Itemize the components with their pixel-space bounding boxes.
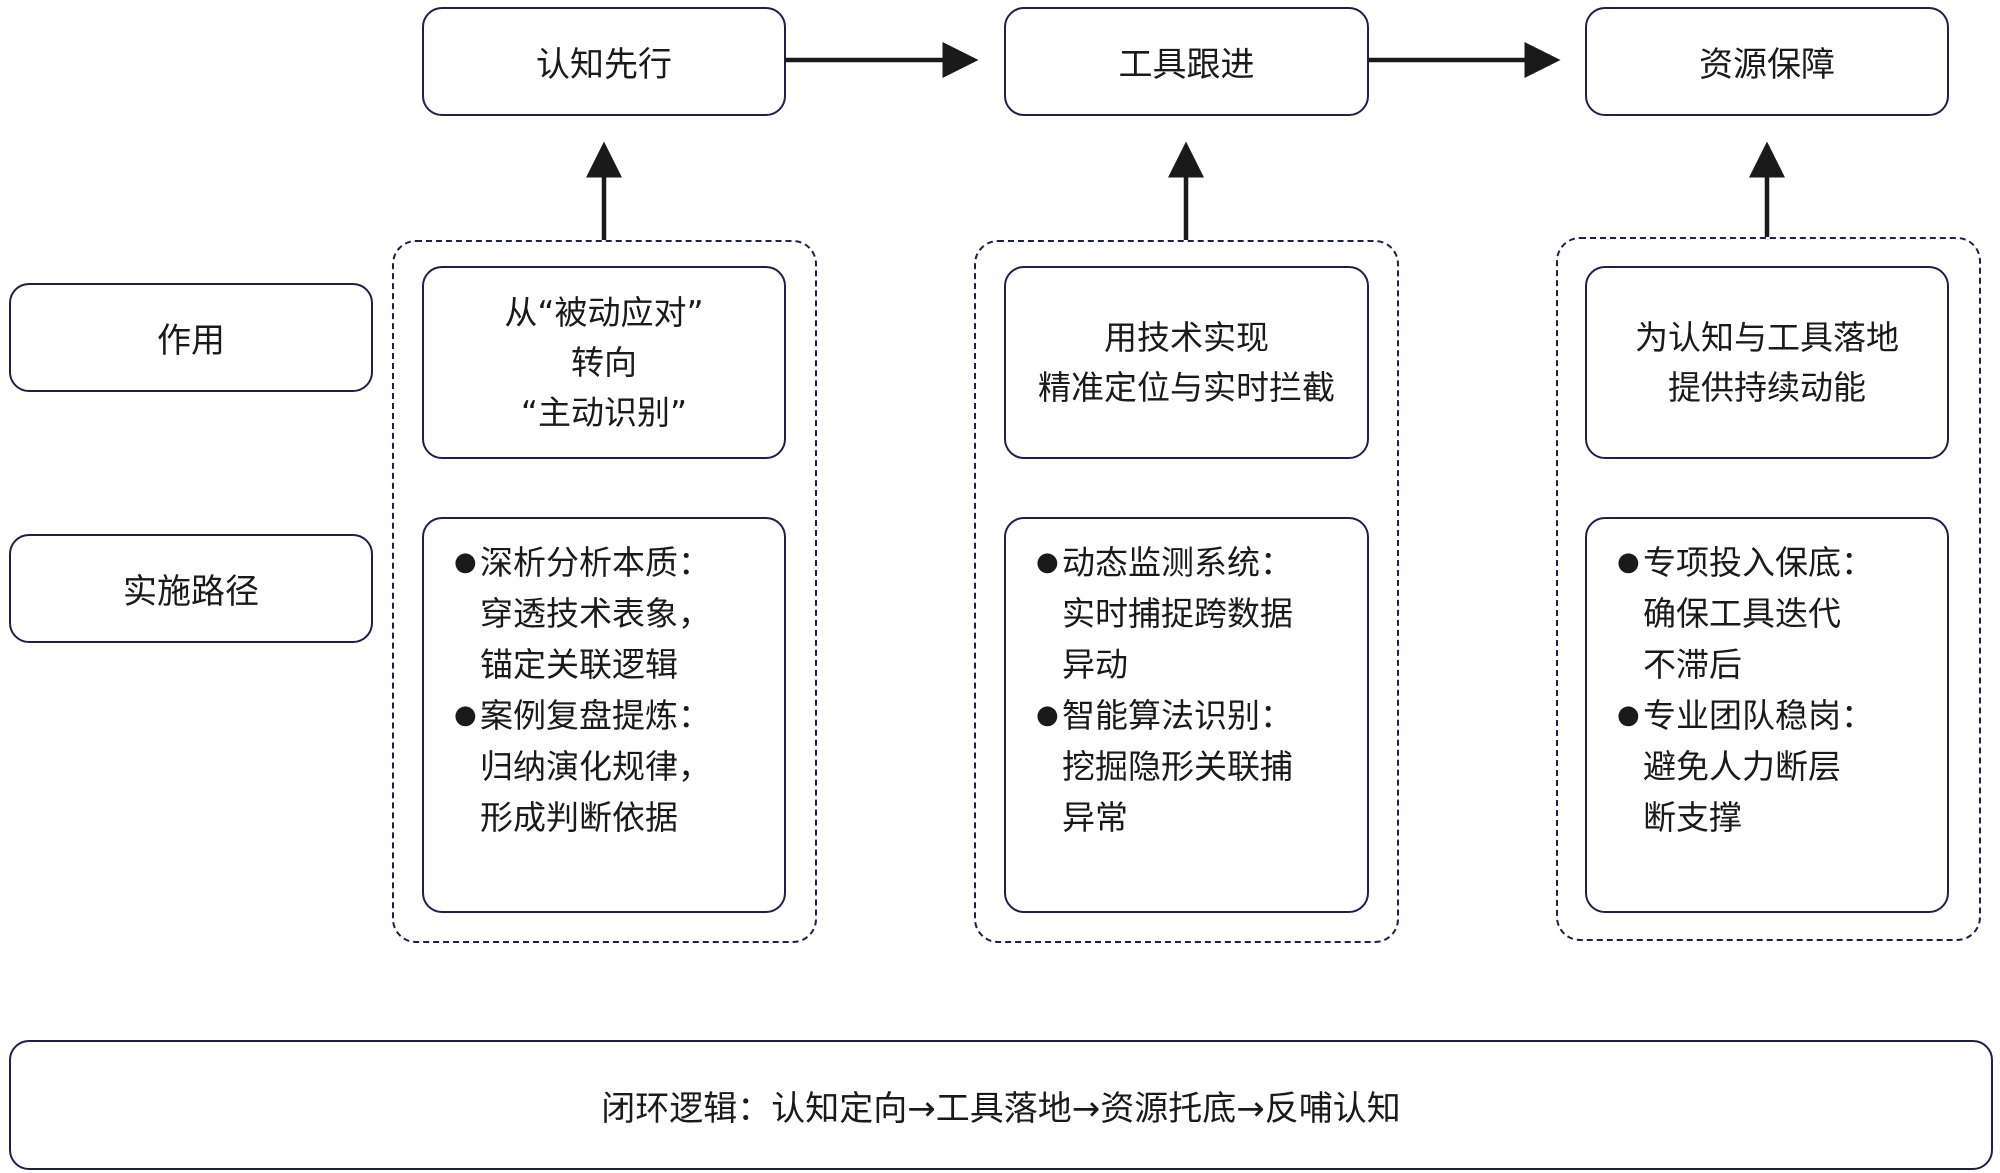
path-list-resources: ● 专项投入保底： 确保工具迭代 不滞后 ● 专业团队稳岗： 避免人力断层 断支… (1585, 517, 1949, 913)
bullet-icon: ● (1036, 700, 1059, 730)
list-item: ● 深析分析本质： 穿透技术表象， 锚定关联逻辑 (454, 537, 764, 690)
bullet-icon: ● (1617, 547, 1640, 577)
effect-box-tools: 用技术实现 精准定位与实时拦截 (1004, 266, 1369, 459)
list-item: ● 智能算法识别： 挖掘隐形关联捕 异常 (1036, 690, 1347, 843)
stage-box-resources: 资源保障 (1585, 7, 1949, 116)
bullet-icon: ● (1036, 547, 1059, 577)
list-item: ● 专项投入保底： 确保工具迭代 不滞后 (1617, 537, 1927, 690)
path-list-cognition: ● 深析分析本质： 穿透技术表象， 锚定关联逻辑 ● 案例复盘提炼： 归纳演化规… (422, 517, 786, 913)
row-label-path: 实施路径 (9, 534, 373, 643)
list-item: ● 案例复盘提炼： 归纳演化规律， 形成判断依据 (454, 690, 764, 843)
closed-loop-summary: 闭环逻辑：认知定向→工具落地→资源托底→反哺认知 (9, 1040, 1993, 1170)
stage-box-cognition: 认知先行 (422, 7, 786, 116)
row-label-effect: 作用 (9, 283, 373, 392)
list-item: ● 专业团队稳岗： 避免人力断层 断支撑 (1617, 690, 1927, 843)
bullet-icon: ● (454, 547, 477, 577)
stage-title: 工具跟进 (1118, 45, 1255, 85)
stage-box-tools: 工具跟进 (1004, 7, 1369, 116)
closed-loop-text: 闭环逻辑：认知定向→工具落地→资源托底→反哺认知 (601, 1088, 1401, 1129)
path-list-tools: ● 动态监测系统： 实时捕捉跨数据 异动 ● 智能算法识别： 挖掘隐形关联捕 异… (1004, 517, 1369, 913)
bullet-icon: ● (454, 700, 477, 730)
stage-title: 认知先行 (536, 45, 672, 85)
effect-box-resources: 为认知与工具落地 提供持续动能 (1585, 266, 1949, 459)
effect-box-cognition: 从“被动应对” 转向 “主动识别” (422, 266, 786, 459)
group-container-cognition (392, 240, 817, 943)
group-container-tools (974, 240, 1399, 943)
bullet-icon: ● (1617, 700, 1640, 730)
stage-title: 资源保障 (1699, 45, 1835, 85)
list-item: ● 动态监测系统： 实时捕捉跨数据 异动 (1036, 537, 1347, 690)
group-container-resources (1556, 237, 1981, 941)
